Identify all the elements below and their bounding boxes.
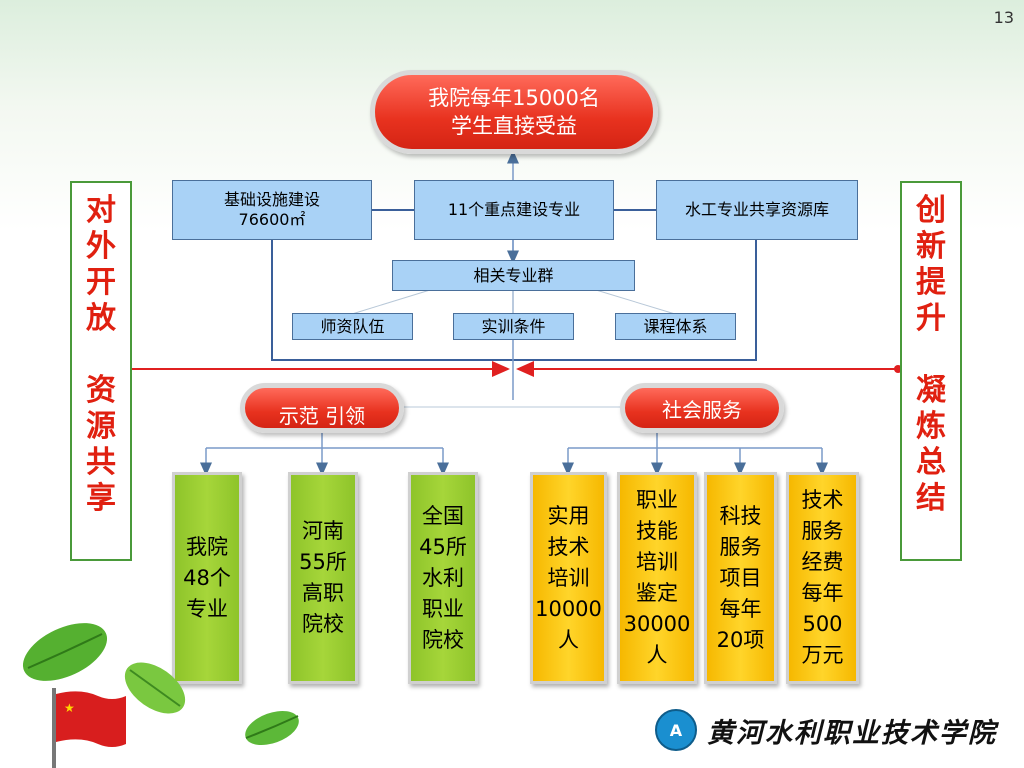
yellow-box-practical-training: 实用 技术 培训 10000 人 (530, 472, 607, 684)
faculty-box: 师资队伍 (292, 313, 413, 340)
green-box-own-majors: 我院 48个 专业 (172, 472, 242, 684)
social-service-pill: 社会服务 (620, 383, 784, 433)
top-benefit-line1: 我院每年15000名 (428, 86, 600, 110)
yellow-box-service-funds: 技术 服务 经费 每年 500 万元 (786, 472, 859, 684)
infrastructure-area: 76600㎡ (238, 210, 306, 229)
green-box-henan-colleges: 河南 55所 高职 院校 (288, 472, 358, 684)
top-benefit-box: 我院每年15000名 学生直接受益 (370, 70, 658, 154)
top-benefit-line2: 学生直接受益 (451, 114, 577, 138)
page-number: 13 (993, 8, 1014, 27)
yellow-box-skill-appraisal: 职业 技能 培训 鉴定 30000 人 (617, 472, 697, 684)
major-group-box: 相关专业群 (392, 260, 635, 291)
college-name: 黄河水利职业技术学院 (707, 717, 997, 749)
college-emblem-icon: A (655, 709, 697, 751)
leaf-decoration (22, 623, 299, 746)
yellow-box-tech-projects: 科技 服务 项目 每年 20项 (704, 472, 777, 684)
right-side-banner: 创 新 提 升 凝 炼 总 结 (900, 181, 962, 561)
key-majors-box: 11个重点建设专业 (414, 180, 614, 240)
college-logo: A 黄河水利职业技术学院 (655, 705, 1005, 755)
infrastructure-box: 基础设施建设 76600㎡ (172, 180, 372, 240)
resource-library-box: 水工专业共享资源库 (656, 180, 858, 240)
left-side-banner: 对 外 开 放 资 源 共 享 (70, 181, 132, 561)
svg-text:★: ★ (64, 701, 75, 715)
flag-icon: ★ (52, 688, 126, 768)
training-conditions-box: 实训条件 (453, 313, 574, 340)
infrastructure-title: 基础设施建设 (223, 190, 320, 209)
green-box-national-colleges: 全国 45所 水利 职业 院校 (408, 472, 478, 684)
curriculum-box: 课程体系 (615, 313, 736, 340)
demonstration-lead-pill: 示范 引领 (240, 383, 404, 433)
